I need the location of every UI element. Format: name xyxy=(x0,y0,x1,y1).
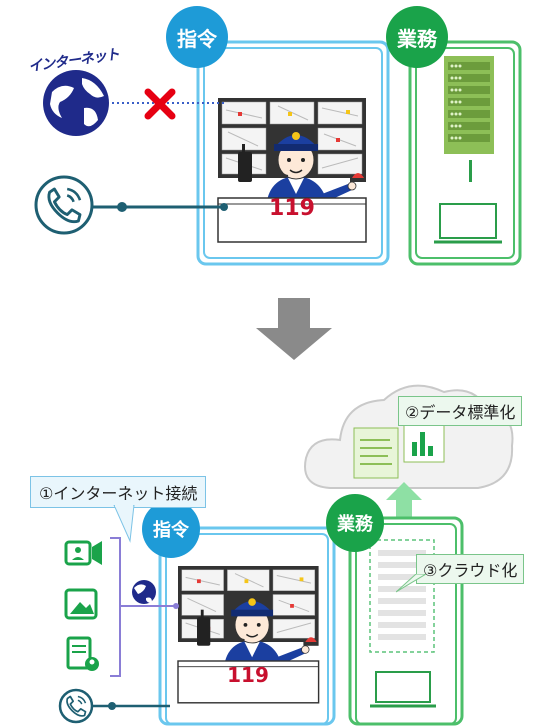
top-operations-frame xyxy=(408,40,522,266)
bottom-command-frame xyxy=(158,526,336,726)
server-icon xyxy=(444,56,494,182)
input-bracket xyxy=(110,537,176,677)
globe-icon xyxy=(43,70,109,136)
cross-icon xyxy=(144,88,176,120)
bottom-operations-frame xyxy=(348,516,464,726)
top-emergency-number: 119 xyxy=(269,196,315,221)
callout-data-standardization: ②データ標準化 xyxy=(398,396,523,426)
small-globe-icon xyxy=(132,580,156,604)
top-operations-badge: 業務 xyxy=(386,6,448,68)
top-command-badge: 指令 xyxy=(166,6,228,68)
bottom-operations-badge: 業務 xyxy=(326,494,384,552)
bottom-emergency-number: 119 xyxy=(227,663,269,687)
upload-arrow-icon xyxy=(386,482,422,518)
phone-line-dot xyxy=(117,202,127,212)
top-command-frame xyxy=(196,40,390,266)
bottom-command-badge: 指令 xyxy=(142,500,200,558)
phone-line-end xyxy=(220,203,228,211)
phone-icon xyxy=(34,175,94,235)
bottom-phone-icon xyxy=(58,688,94,724)
laptop-icon xyxy=(434,203,502,244)
bracket-end-dot xyxy=(173,603,179,609)
bottom-laptop-icon xyxy=(370,671,436,708)
callout-cloud: ③クラウド化 xyxy=(416,554,525,584)
standardized-document-icon xyxy=(353,427,399,479)
callout-internet-connection: ①インターネット接続 xyxy=(30,476,207,508)
document-user-icon xyxy=(66,636,99,671)
video-icon xyxy=(64,540,102,566)
callout-internet-pointer xyxy=(113,505,135,543)
down-arrow-icon xyxy=(256,298,332,360)
image-icon xyxy=(64,588,98,620)
chart-icon xyxy=(403,419,445,463)
callout-cloud-pointer xyxy=(396,574,426,593)
virtual-server-placeholder xyxy=(369,539,435,653)
bottom-phone-line-dot xyxy=(108,702,116,710)
